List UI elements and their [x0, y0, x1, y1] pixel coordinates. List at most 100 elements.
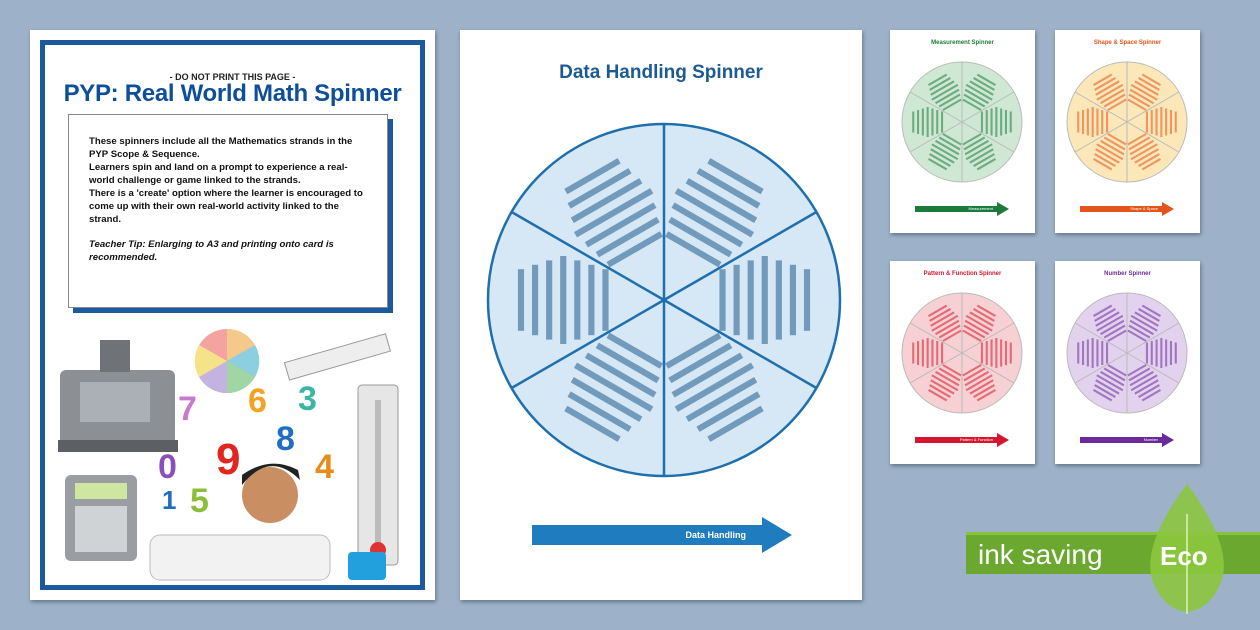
- segment-prompt-text: [980, 107, 1012, 137]
- card-arrow: Measurement: [915, 202, 1009, 216]
- segment-prompt-text: [962, 133, 996, 171]
- segment-divider: [1074, 352, 1128, 384]
- segment-prompt-text: [928, 73, 962, 111]
- arrow-head: [1162, 433, 1174, 447]
- info-paragraph: There is a 'create' option where the lea…: [89, 188, 363, 225]
- segment-divider: [1074, 121, 1128, 153]
- card-title: Number Spinner: [1104, 271, 1151, 277]
- segment-divider: [961, 322, 1015, 354]
- math-illustration: [58, 328, 399, 581]
- segment-divider: [961, 121, 1015, 153]
- digit: 3: [298, 380, 317, 418]
- segment-divider: [663, 298, 818, 390]
- segment-prompt-text: [962, 364, 996, 402]
- segment-prompt-text: [1145, 107, 1177, 137]
- segment-prompt-text: [1093, 133, 1127, 171]
- twinkl-logo: [348, 552, 386, 580]
- card-arrow-label: Shape & Space: [1080, 206, 1162, 212]
- cash-register-icon: [58, 340, 178, 452]
- card-arrow-label: Pattern & Function: [915, 437, 997, 443]
- info-paragraph: These spinners include all the Mathemati…: [89, 136, 353, 160]
- card-arrow-label: Number: [1080, 437, 1162, 443]
- spinner-card[interactable]: Number Spinner Number: [1055, 261, 1200, 464]
- page-border: [40, 40, 425, 590]
- segment-prompt-text: [912, 107, 944, 137]
- segment-divider: [909, 352, 963, 384]
- segment-divider: [1126, 121, 1180, 153]
- segment-prompt-text: [928, 304, 962, 342]
- arrow-head: [1162, 202, 1174, 216]
- arrow-head: [997, 202, 1009, 216]
- card-title: Measurement Spinner: [931, 40, 994, 46]
- segment-prompt-text: [962, 304, 996, 342]
- segment-prompt-text: [1127, 364, 1161, 402]
- digit: 5: [190, 482, 209, 520]
- info-paragraph: Learners spin and land on a prompt to ex…: [89, 162, 348, 186]
- segment-prompt-text: [719, 256, 811, 344]
- segment-prompt-text: [665, 158, 764, 268]
- segment-divider: [909, 322, 963, 354]
- pie-chart-icon: [194, 328, 260, 394]
- spinner-card[interactable]: Shape & Space Spinner Shape & Space: [1055, 30, 1200, 233]
- segment-divider: [1126, 352, 1180, 384]
- spinner-card[interactable]: Measurement Spinner Measurement: [890, 30, 1035, 233]
- page-title: PYP: Real World Math Spinner: [63, 80, 402, 107]
- digit: 4: [315, 448, 334, 486]
- segment-divider: [1074, 322, 1128, 354]
- arrow-head: [762, 517, 792, 553]
- segment-prompt-text: [1093, 73, 1127, 111]
- card-arrow: Pattern & Function: [915, 433, 1009, 447]
- segment-divider: [961, 91, 1015, 123]
- card-wheel: [901, 61, 1023, 183]
- segment-divider: [510, 210, 665, 302]
- card-arrow: Number: [1080, 433, 1174, 447]
- card-arrow: Shape & Space: [1080, 202, 1174, 216]
- segment-prompt-text: [1127, 133, 1161, 171]
- segment-prompt-text: [912, 338, 944, 368]
- teacher-tip: Teacher Tip: Enlarging to A3 and printin…: [89, 239, 334, 263]
- segment-prompt-text: [1093, 304, 1127, 342]
- segment-prompt-text: [928, 364, 962, 402]
- segment-divider: [909, 91, 963, 123]
- ruler-icon: [283, 333, 392, 381]
- segment-divider: [1074, 91, 1128, 123]
- card-wheel: [1066, 61, 1188, 183]
- digit: 8: [276, 420, 295, 458]
- thermometer-icon: [357, 384, 399, 566]
- do-not-print-notice: - DO NOT PRINT THIS PAGE -: [169, 72, 296, 82]
- card-wheel: [1066, 292, 1188, 414]
- digit: 6: [248, 382, 267, 420]
- segment-prompt-text: [1077, 107, 1109, 137]
- segment-prompt-text: [1127, 73, 1161, 111]
- info-box: These spinners include all the Mathemati…: [68, 114, 388, 308]
- digit: 7: [178, 390, 197, 428]
- spinner-wheel[interactable]: [484, 120, 844, 480]
- intro-page: - DO NOT PRINT THIS PAGE - PYP: Real Wor…: [30, 30, 435, 600]
- segment-prompt-text: [928, 133, 962, 171]
- digit: 0: [158, 448, 177, 486]
- segment-divider: [961, 352, 1015, 384]
- boy-illustration: [149, 463, 331, 581]
- segment-divider: [510, 298, 665, 390]
- arrow-head: [997, 433, 1009, 447]
- spinner-card[interactable]: Pattern & Function Spinner Pattern & Fun…: [890, 261, 1035, 464]
- arrow-label: Data Handling: [532, 525, 762, 545]
- segment-prompt-text: [564, 332, 663, 442]
- card-arrow-label: Measurement: [915, 206, 997, 212]
- card-title: Shape & Space Spinner: [1093, 40, 1162, 46]
- calculator-icon: [65, 475, 137, 561]
- segment-prompt-text: [1093, 364, 1127, 402]
- segment-prompt-text: [1077, 338, 1109, 368]
- digit: 1: [162, 485, 177, 515]
- segment-prompt-text: [665, 332, 764, 442]
- leaf-icon: [1150, 484, 1224, 614]
- segment-prompt-text: [1145, 338, 1177, 368]
- segment-divider: [1126, 91, 1180, 123]
- segment-divider: [909, 121, 963, 153]
- segment-prompt-text: [1127, 304, 1161, 342]
- segment-prompt-text: [517, 256, 609, 344]
- ink-saving-text: ink saving: [978, 539, 1103, 570]
- segment-prompt-text: [980, 338, 1012, 368]
- segment-divider: [663, 210, 818, 302]
- eco-label: Eco: [1160, 541, 1208, 571]
